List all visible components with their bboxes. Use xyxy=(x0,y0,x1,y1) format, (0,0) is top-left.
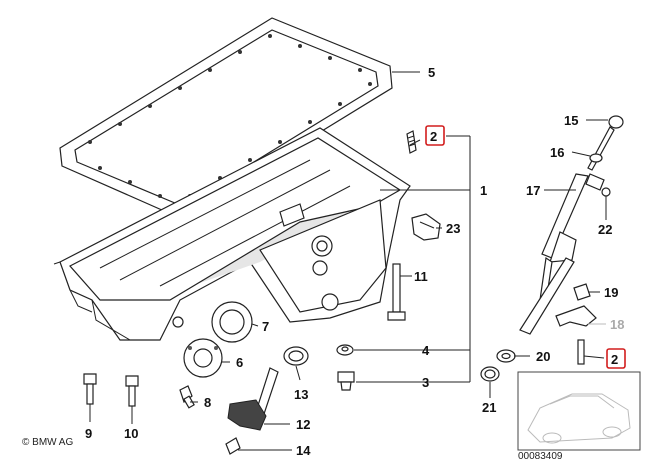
callout-16: 16 xyxy=(550,145,564,160)
callout-13: 13 xyxy=(294,387,308,402)
callout-9: 9 xyxy=(85,426,92,441)
highlight-box-2-bottom xyxy=(606,348,626,369)
washer-4 xyxy=(336,344,354,356)
callout-11: 11 xyxy=(414,269,428,284)
callout-7: 7 xyxy=(262,319,269,334)
callout-14: 14 xyxy=(296,443,311,458)
callout-19: 19 xyxy=(604,285,618,300)
callout-4: 4 xyxy=(422,343,430,358)
callout-6: 6 xyxy=(236,355,243,370)
seal-21 xyxy=(480,366,500,382)
callout-12: 12 xyxy=(296,417,310,432)
stud-bottom xyxy=(577,339,585,365)
callout-21: 21 xyxy=(482,400,496,415)
callout-17: 17 xyxy=(526,183,540,198)
callout-8: 8 xyxy=(204,395,211,410)
nut-19 xyxy=(573,283,591,301)
leader-lines xyxy=(89,71,608,451)
highlight-box-2-top xyxy=(425,125,445,146)
callout-1: 1 xyxy=(480,183,487,198)
screw-14 xyxy=(225,437,241,455)
callout-2-bottom: 2 xyxy=(611,352,618,367)
callout-2-top: 2 xyxy=(430,129,437,144)
seal-13 xyxy=(283,346,309,366)
car-thumbnail xyxy=(517,371,641,451)
callout-15: 15 xyxy=(564,113,578,128)
diagram-number: 00083409 xyxy=(518,451,563,461)
callout-18: 18 xyxy=(610,317,624,332)
oil-pan-gasket xyxy=(59,17,393,219)
bracket-18 xyxy=(555,305,597,327)
oil-level-sensor-flange xyxy=(183,338,223,378)
screw-8 xyxy=(179,385,195,409)
long-bolt xyxy=(387,263,406,321)
callout-10: 10 xyxy=(124,426,138,441)
copyright-text: © BMW AG xyxy=(22,437,73,448)
callout-labels: 1 2 2 3 4 5 6 7 8 9 10 11 12 13 14 15 16… xyxy=(85,65,626,458)
flange-gasket xyxy=(211,301,253,343)
stud-top xyxy=(406,130,417,154)
bolt-9 xyxy=(83,373,97,405)
rubber-mount xyxy=(411,213,441,241)
callout-3: 3 xyxy=(422,375,429,390)
callout-20: 20 xyxy=(536,349,550,364)
bolt-10 xyxy=(125,375,139,407)
oil-pan xyxy=(53,127,411,341)
callout-5: 5 xyxy=(428,65,435,80)
oil-level-sensor xyxy=(227,367,279,431)
drain-plug xyxy=(337,371,355,391)
callout-23: 23 xyxy=(446,221,460,236)
clip-22 xyxy=(601,187,611,197)
callout-22: 22 xyxy=(598,222,612,237)
o-ring-20 xyxy=(496,349,516,363)
dipstick-assembly xyxy=(519,115,624,335)
